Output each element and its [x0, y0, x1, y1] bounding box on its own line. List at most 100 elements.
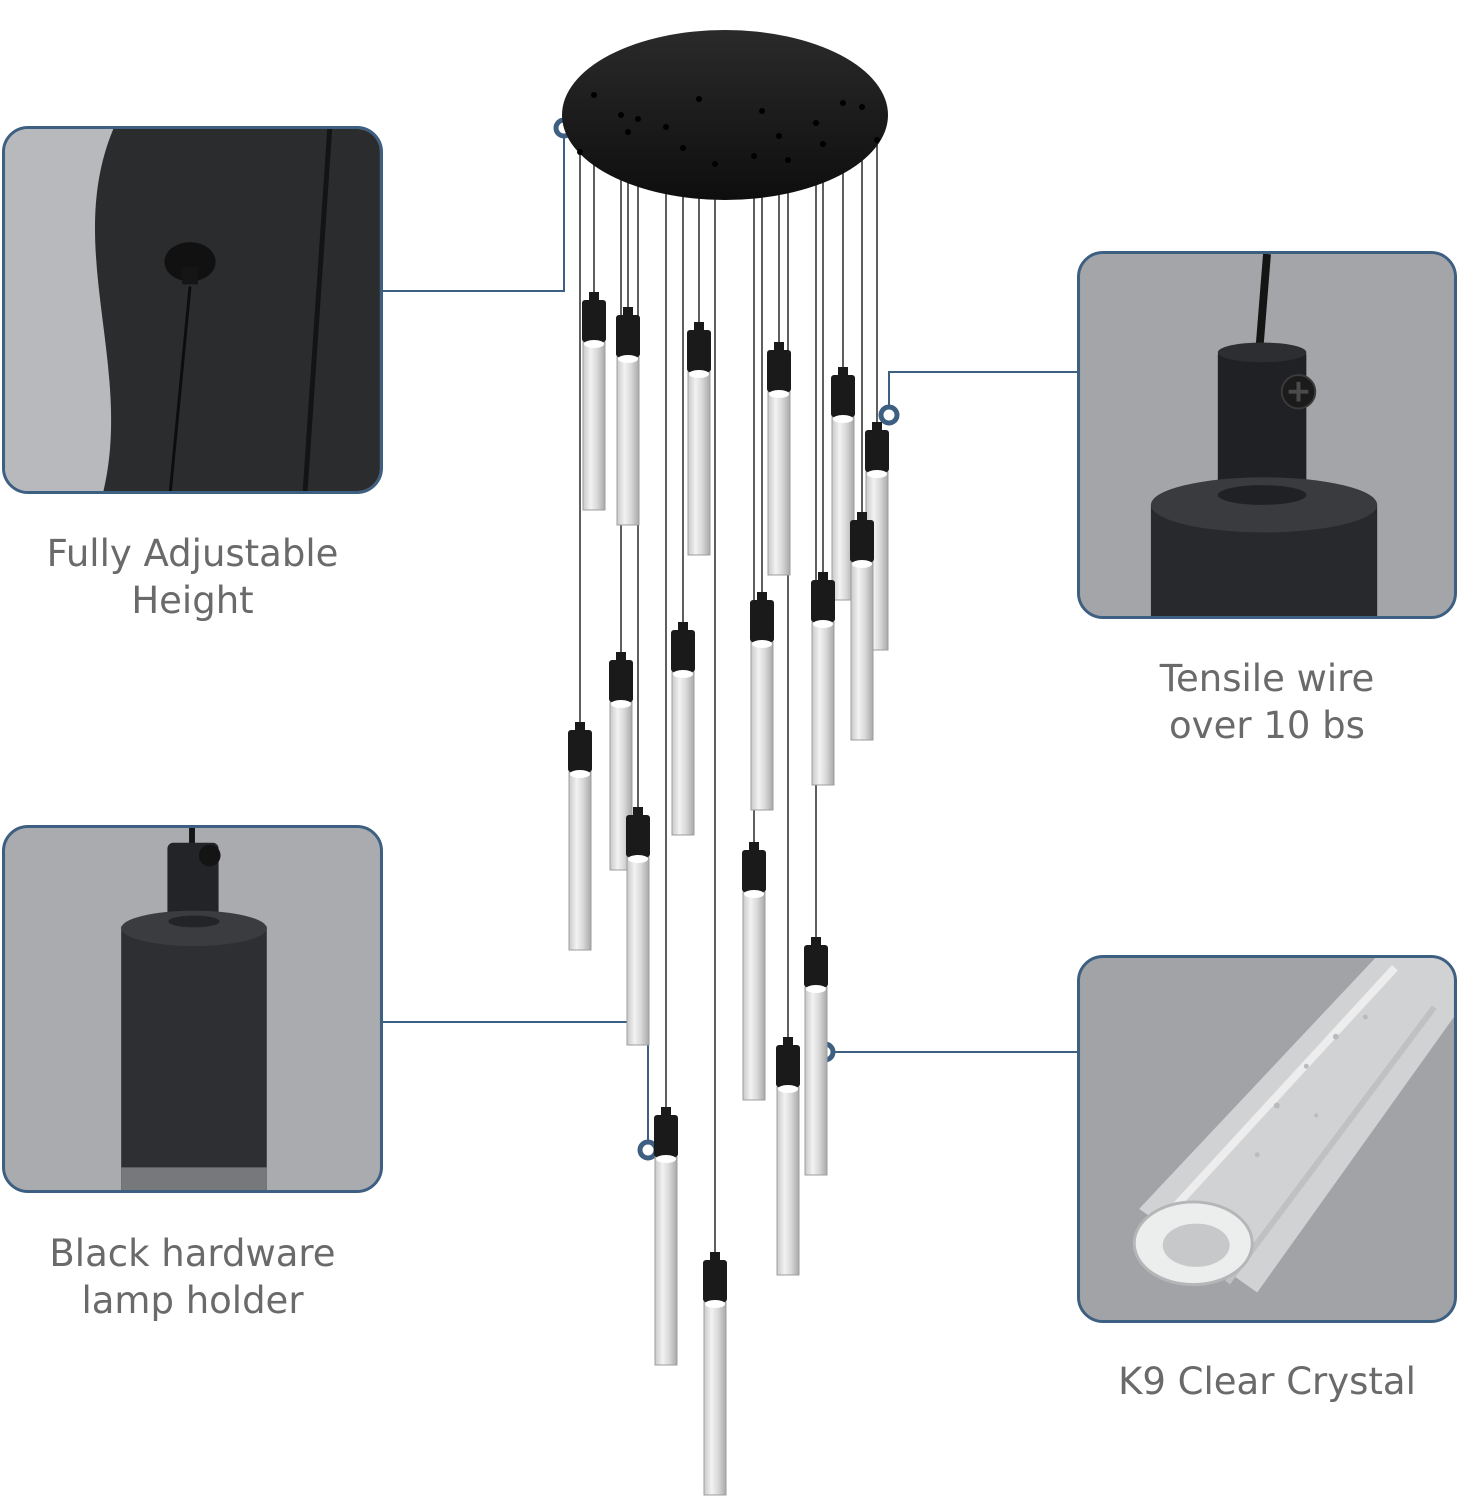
pendant-light	[776, 1037, 800, 1276]
lamp-holder	[687, 330, 711, 372]
crystal-rod	[776, 1086, 800, 1276]
light-glow	[769, 390, 789, 398]
light-glow	[778, 1085, 798, 1093]
lamp-holder	[671, 630, 695, 672]
canopy-port	[776, 133, 782, 139]
holder-top	[749, 842, 759, 852]
pendant-light	[582, 292, 606, 511]
lamp-holder	[776, 1045, 800, 1087]
lamp-holder	[804, 945, 828, 987]
light-glow	[673, 670, 693, 678]
holder-top	[575, 722, 585, 732]
canopy-port	[577, 149, 583, 155]
feature-panel-adjustable-height	[2, 126, 383, 494]
holder-top	[811, 937, 821, 947]
holder-top	[783, 1037, 793, 1047]
lamp-holder	[568, 730, 592, 772]
light-glow	[628, 855, 648, 863]
light-glow	[611, 700, 631, 708]
pendant-light	[671, 622, 695, 836]
lamp-holder	[654, 1115, 678, 1157]
light-glow	[570, 770, 590, 778]
holder-top	[678, 622, 688, 632]
holder-top	[857, 512, 867, 522]
lamp-holder	[831, 375, 855, 417]
light-glow	[813, 620, 833, 628]
pendant-light	[811, 572, 835, 786]
light-glow	[806, 985, 826, 993]
canopy	[562, 30, 888, 200]
lamp-holder	[811, 580, 835, 622]
light-glow	[852, 560, 872, 568]
light-glow	[618, 355, 638, 363]
caption-line: Height	[131, 579, 254, 622]
holder-top	[838, 367, 848, 377]
canopy-port	[813, 120, 819, 126]
crystal-rod-closeup-icon	[1080, 958, 1454, 1320]
canopy-port	[635, 116, 641, 122]
light-glow	[744, 890, 764, 898]
feature-caption-adjustable-height: Fully Adjustable Height	[2, 530, 383, 624]
holder-top	[694, 322, 704, 332]
crystal-rod	[654, 1156, 678, 1366]
pendant-light	[654, 1107, 678, 1366]
light-glow	[752, 640, 772, 648]
canopy-port	[751, 153, 757, 159]
crystal-rod	[804, 986, 828, 1176]
holder-top	[616, 652, 626, 662]
caption-line: K9 Clear Crystal	[1118, 1360, 1416, 1403]
caption-line: Fully Adjustable	[46, 532, 339, 575]
light-glow	[689, 370, 709, 378]
crystal-rod	[703, 1301, 727, 1496]
canopy-port	[663, 124, 669, 130]
pendant-light	[850, 512, 874, 741]
pendant-light	[703, 1252, 727, 1496]
lamp-holder	[609, 660, 633, 702]
feature-panel-tensile-wire	[1077, 251, 1457, 619]
holder-top	[872, 422, 882, 432]
pendant-light	[742, 842, 766, 1101]
canopy-port	[591, 92, 597, 98]
pendant-light	[616, 307, 640, 526]
pendant-light	[804, 937, 828, 1176]
holder-top	[818, 572, 828, 582]
holder-top	[661, 1107, 671, 1117]
lamp-holder	[767, 350, 791, 392]
lamp-holder	[582, 300, 606, 342]
canopy-port	[696, 96, 702, 102]
canopy-port	[680, 145, 686, 151]
light-glow	[705, 1300, 725, 1308]
pendant-light	[750, 592, 774, 811]
crystal-rod	[687, 371, 711, 556]
caption-line: Tensile wire	[1159, 657, 1375, 700]
lamp-holder	[616, 315, 640, 357]
holder-top	[623, 307, 633, 317]
canopy-port	[712, 161, 718, 167]
pendant-light	[767, 342, 791, 576]
crystal-rod	[811, 621, 835, 786]
feature-panel-lamp-holder	[2, 825, 383, 1193]
feature-caption-crystal: K9 Clear Crystal	[1077, 1358, 1457, 1405]
crystal-rod	[671, 671, 695, 836]
crystal-rod	[568, 771, 592, 951]
feature-panel-crystal	[1077, 955, 1457, 1323]
holder-top	[774, 342, 784, 352]
feature-caption-tensile-wire: Tensile wire over 10 bs	[1077, 655, 1457, 749]
canopy-port	[759, 108, 765, 114]
light-glow	[584, 340, 604, 348]
canopy-port	[618, 112, 624, 118]
pendant-light	[687, 322, 711, 556]
canopy-port	[840, 100, 846, 106]
crystal-rod	[582, 341, 606, 511]
lamp-holder	[850, 520, 874, 562]
crystal-rod	[767, 391, 791, 576]
light-glow	[656, 1155, 676, 1163]
holder-cylinder-closeup-icon	[5, 828, 380, 1190]
holder-top	[757, 592, 767, 602]
caption-line: over 10 bs	[1169, 704, 1365, 747]
holder-screw-closeup-icon	[1080, 254, 1454, 616]
lamp-holder	[750, 600, 774, 642]
lamp-holder	[742, 850, 766, 892]
